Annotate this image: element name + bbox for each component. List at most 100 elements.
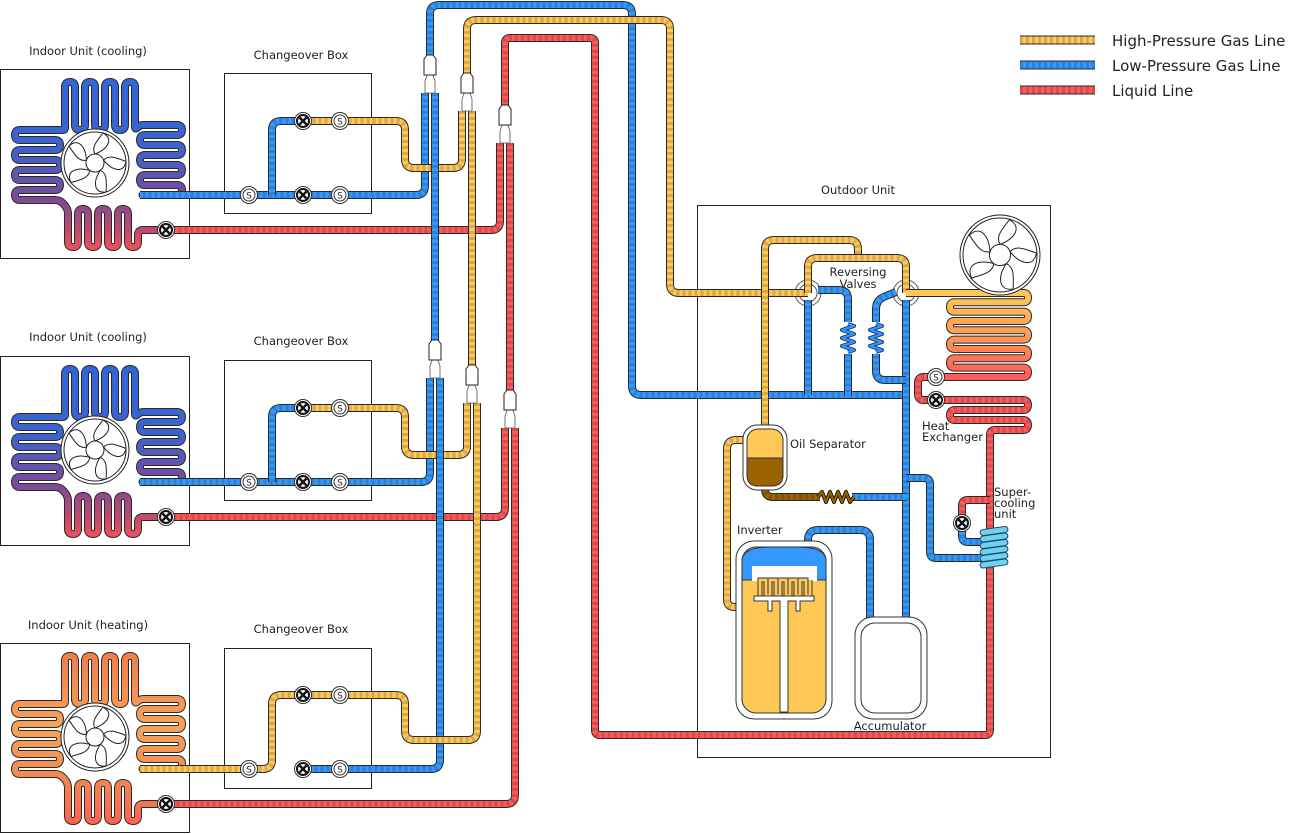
pipe-stripe [762, 237, 861, 425]
valve-inner [333, 401, 347, 415]
changeover-box-2-title: Changeover Box [254, 334, 349, 348]
valve-glyph: S [337, 766, 343, 776]
fan-blade [95, 456, 107, 480]
expansion-valve-icon [157, 221, 175, 239]
valve-glyph: S [246, 766, 252, 776]
pipe-outline [463, 16, 808, 297]
accumulator [860, 622, 922, 714]
pipe-stripe [805, 255, 909, 293]
low-pressure-trunk [426, 1, 910, 399]
valve-inner [242, 475, 256, 489]
legend-label-low-pressure: Low-Pressure Gas Line [1112, 57, 1280, 75]
fan-blade [68, 716, 87, 735]
indoor-unit-1-title: Indoor Unit (cooling) [29, 44, 147, 58]
valve-inner [333, 762, 347, 776]
fan-blade [93, 419, 110, 442]
pipe-fill [269, 118, 303, 195]
expansion-valve-icon [294, 473, 312, 491]
hp-to-oil-separator [761, 236, 862, 425]
pipe-outline [268, 117, 303, 195]
pipe-stripe [502, 35, 1032, 738]
solenoid-valve-icon: S [331, 399, 349, 417]
pipe-stripe [160, 428, 518, 807]
valve-glyph: S [337, 692, 343, 702]
fan-hub [85, 440, 105, 460]
expansion-valve-icon [294, 760, 312, 778]
joint-split [499, 122, 511, 144]
fan-icon [60, 128, 130, 198]
pipe-stripe [906, 475, 990, 561]
solenoid-valve-icon: S [331, 760, 349, 778]
lp-supercooling-out [906, 474, 990, 562]
fan-blade [69, 168, 91, 184]
indoor-unit-2 [0, 356, 190, 546]
supercooling-coil-ring [979, 558, 1009, 569]
high-pressure-branch-3 [140, 403, 481, 773]
changeover-box-3-title: Changeover Box [254, 622, 349, 636]
pipe-outline [140, 378, 434, 486]
low-pressure-branch-3 [303, 378, 444, 773]
valve-cross [957, 518, 967, 528]
fan-hub [85, 153, 105, 173]
pipe-outline [906, 289, 1032, 381]
changeover-box-1 [224, 73, 372, 214]
valve-inner [333, 188, 347, 202]
valve-cross [298, 690, 308, 700]
valve-inner [242, 188, 256, 202]
accumulator-shell [854, 616, 928, 720]
heat-exchanger-label-2: Exchanger [922, 430, 983, 444]
low-pressure-branch-1 [140, 93, 429, 199]
pipe-outline [268, 404, 303, 482]
fan-blade [1009, 247, 1038, 264]
branch-joint-icon [498, 104, 512, 144]
pipe-stripe [959, 497, 990, 523]
pipe-fill [269, 405, 303, 482]
fan-icon [959, 214, 1041, 296]
outdoor-unit [697, 205, 1051, 758]
capillary-coil [869, 323, 883, 353]
joint-body [498, 104, 512, 126]
indoor-unit-3-title: Indoor Unit (heating) [28, 618, 148, 632]
valve-glyph: S [337, 118, 343, 128]
pipe-stripe [303, 378, 443, 772]
valve-inner [929, 370, 943, 384]
valve-cross [161, 799, 171, 809]
legend: High-Pressure Gas Line Low-Pressure Gas … [1112, 32, 1285, 100]
heat-exchanger-coil [906, 289, 1032, 381]
pipe-fill [12, 653, 185, 824]
branch-joint-icon [423, 54, 437, 94]
high-pressure-trunk [463, 16, 808, 297]
joint-body [428, 339, 442, 361]
valve-glyph: S [246, 479, 252, 489]
pipe-fill [160, 428, 508, 520]
joint-split [466, 382, 478, 404]
valve-cross [161, 225, 171, 235]
valve-inner [333, 688, 347, 702]
valve-inner [242, 762, 256, 776]
fan-hub [85, 727, 105, 747]
accumulator-label: Accumulator [854, 719, 927, 733]
joint-body [423, 54, 437, 76]
indoor-coil-1 [11, 78, 186, 251]
high-pressure-branch-1 [303, 111, 466, 172]
indoor-coil-3 [11, 652, 186, 825]
pipe-outline [160, 428, 509, 521]
hp-reversing-loop [804, 254, 910, 293]
pipe-fill [906, 290, 1031, 380]
branch-joint-icon [460, 72, 474, 112]
pipe-stripe [915, 374, 936, 403]
valve-cross [161, 512, 171, 522]
capillary-coil [841, 323, 855, 353]
low-pressure-branch-2 [140, 378, 434, 486]
valve-cross [931, 395, 941, 405]
heat-exchanger-bypass [914, 373, 936, 404]
fan-blade [997, 219, 1017, 246]
branch-joint-icon [465, 364, 479, 404]
valve-inner [333, 114, 347, 128]
valve-glyph: S [246, 192, 252, 202]
expansion-valve-icon [294, 399, 312, 417]
supercooling-label-1: Super- [994, 485, 1031, 499]
expansion-valve-icon [157, 795, 175, 813]
fan-blade [968, 230, 991, 253]
pipe-stripe [269, 405, 303, 482]
